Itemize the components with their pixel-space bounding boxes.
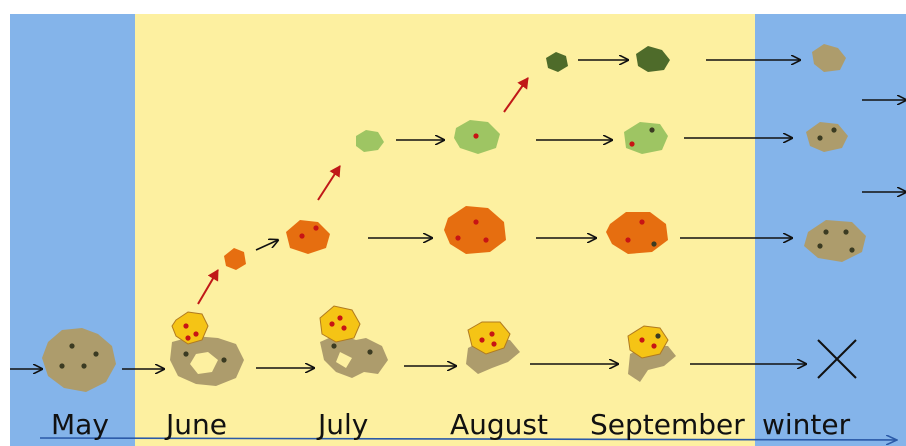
orange-row-arrows [255, 192, 906, 251]
june-small-orange-cluster-icon [224, 248, 246, 270]
july-broken-cluster-icon [320, 334, 388, 378]
august-dark-green-cluster-icon [546, 52, 568, 72]
august-orange-cluster-icon [444, 206, 506, 254]
september-light-green-cluster-icon [624, 122, 668, 154]
september-orange-cluster-icon [606, 212, 668, 254]
label-september: September [590, 408, 745, 441]
winter-tan-cluster-icon [804, 220, 866, 262]
growth-arrows [197, 77, 529, 305]
growth-arrow-icon [503, 77, 529, 113]
bottom-row-arrows [10, 364, 806, 369]
july-orange-cluster-icon [286, 220, 330, 254]
label-august: August [450, 408, 548, 441]
july-light-green-cluster-icon [356, 130, 384, 152]
june-broken-cluster-icon [170, 336, 244, 386]
august-yellow-cluster-icon [467, 321, 511, 355]
growth-arrow-icon [317, 165, 341, 201]
label-may: May [51, 408, 109, 441]
september-dark-green-cluster-icon [636, 46, 670, 72]
june-yellow-cluster-icon [171, 311, 209, 345]
august-light-green-cluster-icon [454, 120, 500, 154]
label-july: July [316, 408, 368, 441]
july-yellow-cluster-icon [319, 305, 361, 343]
winter-cross-icon [817, 339, 857, 379]
arrow-right-icon [255, 240, 278, 251]
label-winter: winter [762, 408, 851, 441]
light-green-row-arrows [396, 100, 906, 140]
winter-small-tan-cluster-icon [812, 44, 846, 72]
label-june: June [164, 408, 227, 441]
time-axis-arrow [39, 438, 896, 440]
september-yellow-cluster-icon [627, 325, 669, 359]
may-tan-cluster-icon [42, 328, 116, 392]
winter-medium-tan-cluster-icon [806, 122, 848, 152]
growth-arrow-icon [197, 269, 219, 305]
